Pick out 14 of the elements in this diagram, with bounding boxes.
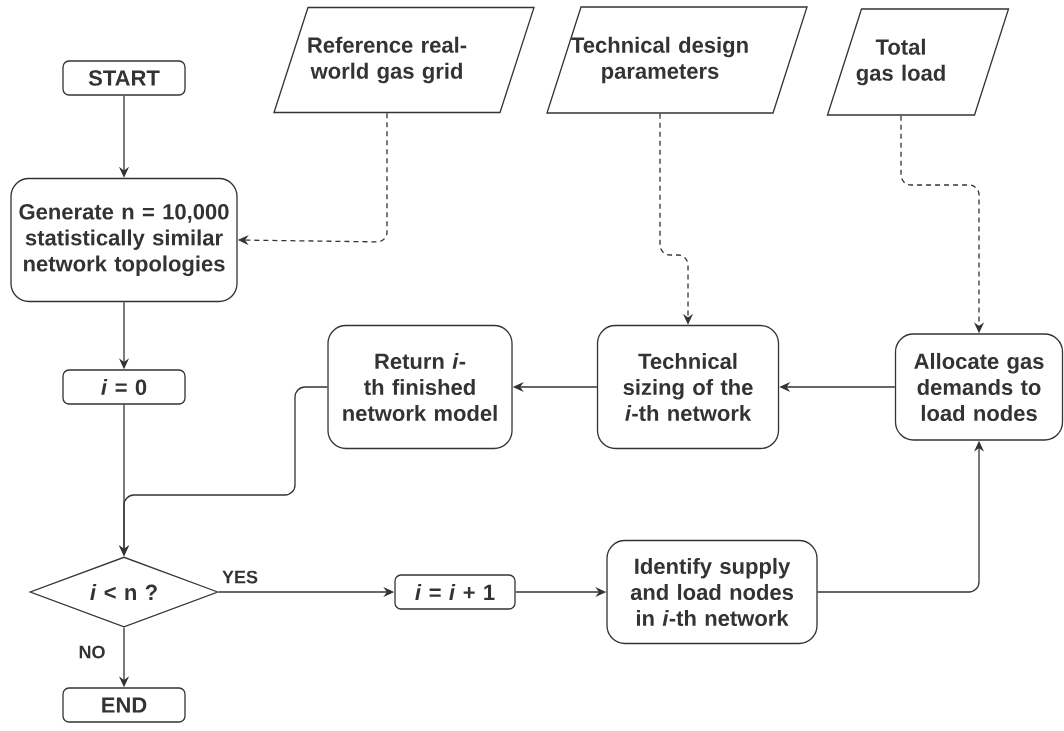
input-parallelogram: Reference real-world gas grid xyxy=(273,6,535,114)
edge-label: YES xyxy=(220,568,260,586)
terminal-box: START xyxy=(62,60,186,96)
edge-label: NO xyxy=(76,643,108,661)
process-box: Technical sizing of the i-th network xyxy=(596,324,780,450)
terminal-box: i = 0 xyxy=(62,369,186,405)
process-box: Return i-th finished network model xyxy=(327,324,513,450)
terminal-box: END xyxy=(62,687,186,723)
process-box: Generate n = 10,000 statistically similar network topologies xyxy=(10,177,238,303)
process-box: Allocate gas demands to load nodes xyxy=(894,333,1064,441)
input-parallelogram: Technical design parameters xyxy=(546,6,808,114)
input-parallelogram: Total gas load xyxy=(826,8,1010,116)
process-box: Identify supply and load nodes in i-th network xyxy=(606,539,818,645)
terminal-box: i = i + 1 xyxy=(394,574,516,610)
